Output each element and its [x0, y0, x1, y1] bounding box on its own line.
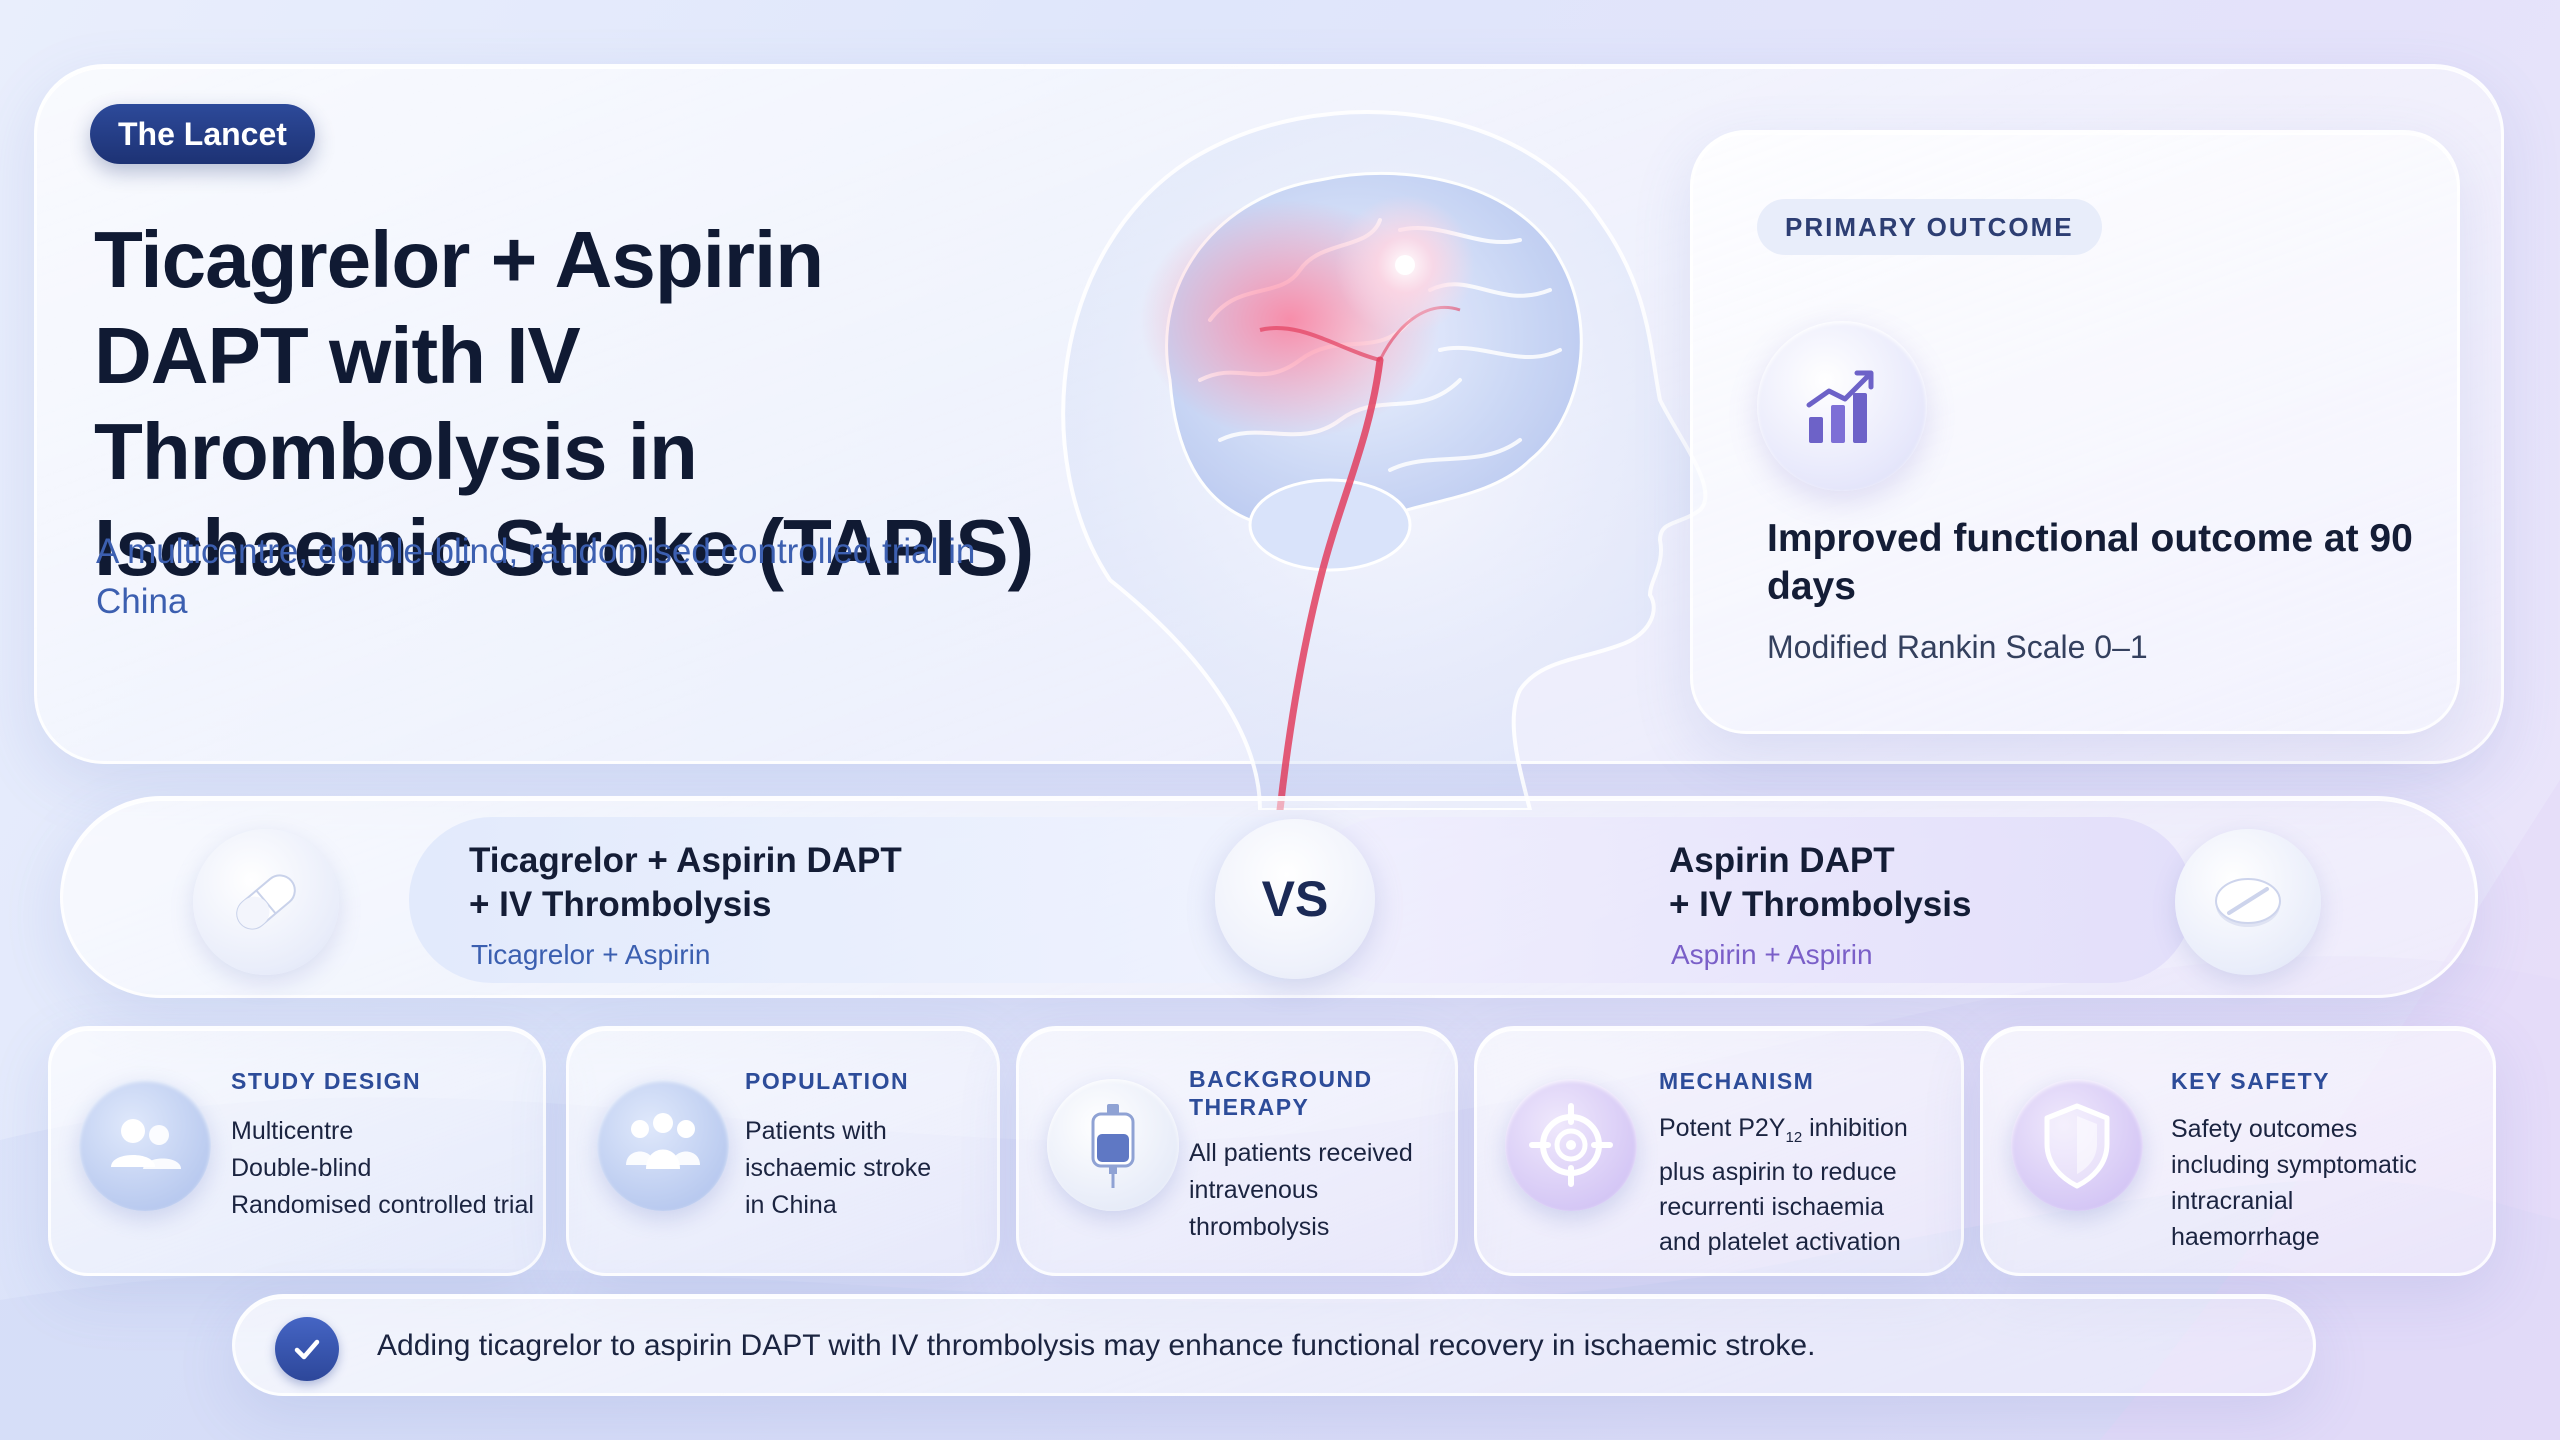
card-body: Multicentre Double-blind Randomised cont…	[231, 1117, 534, 1219]
card-body: Safety outcomes including symptomatic in…	[2171, 1115, 2417, 1251]
group-icon	[597, 1079, 729, 1211]
iv-bag-icon	[1047, 1079, 1179, 1211]
tablet-icon	[2175, 829, 2321, 975]
control-arm-title: Aspirin DAPT + IV Thrombolysis	[1669, 841, 1972, 924]
card-heading: BACKGROUND THERAPY	[1189, 1066, 1373, 1120]
people-icon	[79, 1079, 211, 1211]
page-title: Ticagrelor + Aspirin DAPT with IV Thromb…	[94, 215, 1034, 592]
treatment-comparison-bar: Ticagrelor + Aspirin DAPT + IV Thromboly…	[60, 796, 2478, 998]
vs-badge: VS	[1215, 819, 1375, 979]
primary-outcome-scale: Modified Rankin Scale 0–1	[1767, 629, 2148, 665]
conclusion-bar: Adding ticagrelor to aspirin DAPT with I…	[232, 1294, 2316, 1396]
capsule-icon	[193, 829, 339, 975]
study-design-card: STUDY DESIGN Multicentre Double-blind Ra…	[48, 1026, 546, 1276]
brain-head-illustration	[1061, 110, 1708, 810]
treatment-arm-drugs: Ticagrelor + Aspirin	[471, 939, 711, 970]
primary-outcome-card: PRIMARY OUTCOME Improved functional outc…	[1690, 130, 2460, 734]
check-icon	[275, 1317, 339, 1381]
card-heading: MECHANISM	[1659, 1068, 1815, 1094]
key-safety-card: KEY SAFETY Safety outcomes including sym…	[1980, 1026, 2496, 1276]
conclusion-text: Adding ticagrelor to aspirin DAPT with I…	[377, 1329, 1816, 1362]
journal-badge: The Lancet	[90, 104, 315, 164]
card-body: Potent P2Y12 inhibition plus aspirin to …	[1659, 1114, 1908, 1256]
card-heading: POPULATION	[745, 1068, 910, 1094]
control-arm-pill	[1303, 817, 2193, 983]
primary-outcome-label: PRIMARY OUTCOME	[1757, 199, 2102, 255]
card-heading: STUDY DESIGN	[231, 1068, 422, 1094]
control-arm-drugs: Aspirin + Aspirin	[1671, 939, 1873, 970]
shield-icon	[2011, 1079, 2143, 1211]
card-body: Patients with ischaemic stroke in China	[745, 1117, 932, 1219]
page-subtitle: A multicentre, double-blind, randomised …	[96, 532, 976, 621]
primary-outcome-title: Improved functional outcome at 90 days	[1767, 517, 2413, 608]
background-therapy-card: BACKGROUND THERAPY All patients received…	[1016, 1026, 1458, 1276]
treatment-arm-pill	[409, 817, 1349, 983]
treatment-arm-title: Ticagrelor + Aspirin DAPT + IV Thromboly…	[469, 841, 902, 924]
card-body: All patients received intravenous thromb…	[1189, 1139, 1413, 1241]
card-heading: KEY SAFETY	[2171, 1068, 2330, 1094]
population-card: POPULATION Patients with ischaemic strok…	[566, 1026, 1000, 1276]
bar-chart-trend-icon	[1757, 321, 1927, 491]
mechanism-card: MECHANISM Potent P2Y12 inhibition plus a…	[1474, 1026, 1964, 1276]
target-icon	[1505, 1079, 1637, 1211]
